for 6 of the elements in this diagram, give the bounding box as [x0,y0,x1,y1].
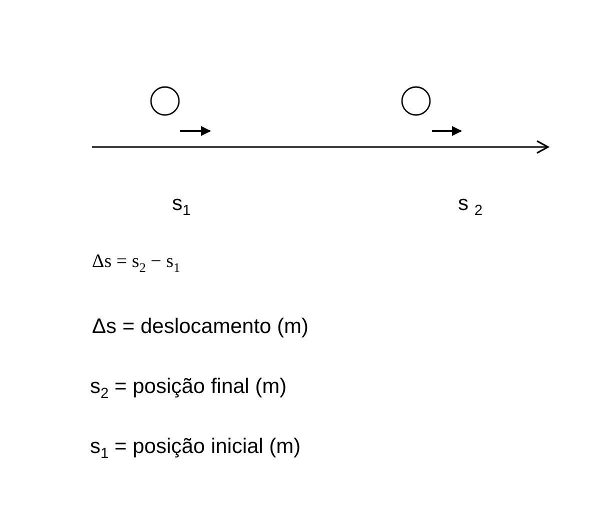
definition-text: s$_{1}$ = posição inicial (m) [90,435,301,462]
formula: Δs = s$_{2}$ − s$_{1}$ [92,252,180,276]
position-label: s $_{2}$ [458,192,483,220]
definition-text: s$_{2}$ = posição final (m) [90,375,287,402]
definition-text: Δs = deslocamento (m) [92,315,309,338]
position-label: s$_{1}$ [172,192,191,220]
